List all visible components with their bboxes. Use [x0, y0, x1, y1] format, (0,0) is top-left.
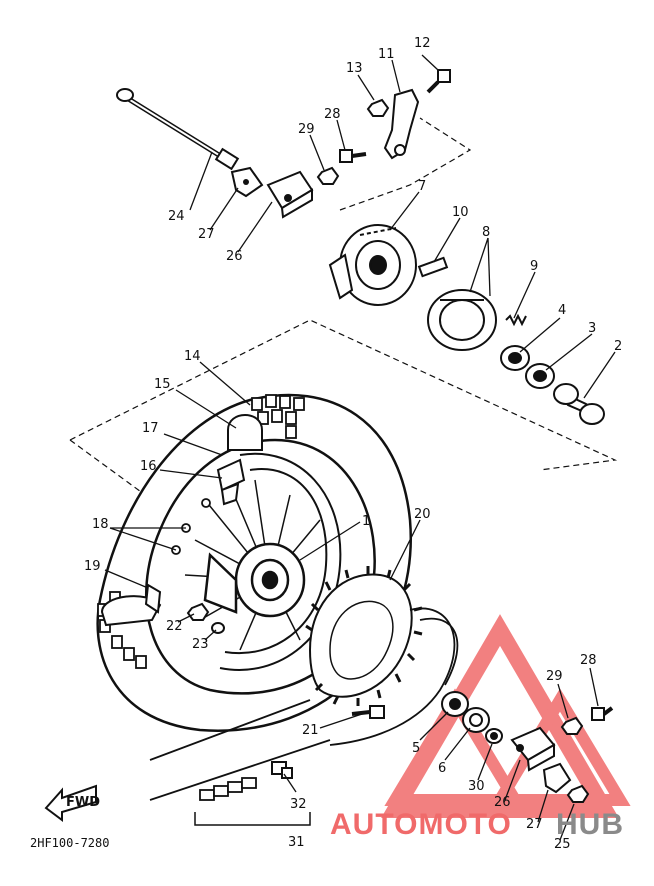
- tire-tread: [97, 394, 305, 669]
- bearing-5: [441, 691, 469, 717]
- chain-bracket: [194, 812, 311, 826]
- callout-24: 24: [168, 209, 185, 224]
- part-code: 2HF100-7280: [30, 836, 109, 850]
- callout-22: 22: [166, 619, 183, 634]
- callout-5: 5: [412, 741, 420, 756]
- callout-3: 3: [588, 321, 596, 336]
- callout-15: 15: [154, 377, 171, 392]
- chain-segment: [199, 777, 257, 801]
- callout-31: 31: [288, 835, 305, 850]
- nut-13: [366, 98, 390, 117]
- brake-shoe-plate: [328, 224, 417, 306]
- callout-28-upper: 28: [324, 107, 341, 122]
- callout-27-lower: 27: [526, 817, 543, 832]
- collar-30: [485, 728, 503, 744]
- bearing-3: [525, 363, 555, 389]
- axle-shaft: [116, 88, 240, 171]
- callout-16: 16: [140, 459, 157, 474]
- callout-7: 7: [418, 179, 426, 194]
- bolt-21: [351, 705, 385, 719]
- callout-32: 32: [290, 797, 307, 812]
- chain-adjuster-plate-lower: [542, 762, 572, 794]
- brake-cam-lever: [383, 88, 420, 160]
- callout-30: 30: [468, 779, 485, 794]
- chain-puller-block-lower: [510, 726, 556, 772]
- bolt-upper: [339, 149, 367, 163]
- wheel-hub: [203, 542, 306, 618]
- callout-27-upper: 27: [198, 227, 215, 242]
- callout-13: 13: [346, 61, 363, 76]
- callout-28-lower: 28: [580, 653, 597, 668]
- callout-23: 23: [192, 637, 209, 652]
- callout-26-upper: 26: [226, 249, 243, 264]
- callout-14: 14: [184, 349, 201, 364]
- callout-20: 20: [414, 507, 431, 522]
- fwd-arrow-icon: FWD: [44, 784, 100, 822]
- bolt-lower: [591, 706, 614, 721]
- spacer-collar: [553, 383, 605, 425]
- rim: [219, 452, 342, 671]
- callout-labels: 1 2 3 4 5 6 7 8 9 10 11 12 13 14 15 16 1…: [84, 36, 622, 852]
- rear-sprocket: [305, 566, 423, 706]
- callout-17: 17: [142, 421, 159, 436]
- callout-29-lower: 29: [546, 669, 563, 684]
- rim-lock: [100, 583, 162, 627]
- callout-12: 12: [414, 36, 431, 51]
- chain-joint: [271, 761, 293, 779]
- oil-seal-6: [462, 707, 490, 733]
- bolt-12: [426, 69, 451, 94]
- callout-4: 4: [558, 303, 566, 318]
- brake-shoes: [427, 289, 497, 351]
- axle-nut: [566, 784, 590, 803]
- watermark-text-left: AUTOMOTO: [330, 808, 512, 841]
- callout-18: 18: [92, 517, 109, 532]
- nut-lower: [560, 716, 584, 735]
- drive-chain: [149, 607, 459, 801]
- leader-lines: [104, 54, 616, 841]
- chain-puller-block: [266, 170, 314, 219]
- nut-22: [186, 602, 210, 621]
- callout-19: 19: [84, 559, 101, 574]
- callout-1: 1: [362, 514, 370, 529]
- watermark-text: AUTOMOTO HUB: [330, 808, 624, 841]
- callout-6: 6: [438, 761, 446, 776]
- callout-9: 9: [530, 259, 538, 274]
- callout-21: 21: [302, 723, 319, 738]
- callout-11: 11: [378, 47, 395, 62]
- callout-25: 25: [554, 837, 571, 852]
- bearing-4: [500, 345, 530, 371]
- callout-8: 8: [482, 225, 490, 240]
- spring: [505, 313, 527, 327]
- callout-10: 10: [452, 205, 469, 220]
- callout-26-lower: 26: [494, 795, 511, 810]
- camshaft: [417, 256, 449, 278]
- nut-upper: [316, 166, 340, 185]
- fwd-label: FWD: [66, 795, 100, 810]
- callout-29-upper: 29: [298, 122, 315, 137]
- callout-2: 2: [614, 339, 622, 354]
- tube-valve: [216, 414, 263, 506]
- watermark-text-right: HUB: [556, 808, 624, 841]
